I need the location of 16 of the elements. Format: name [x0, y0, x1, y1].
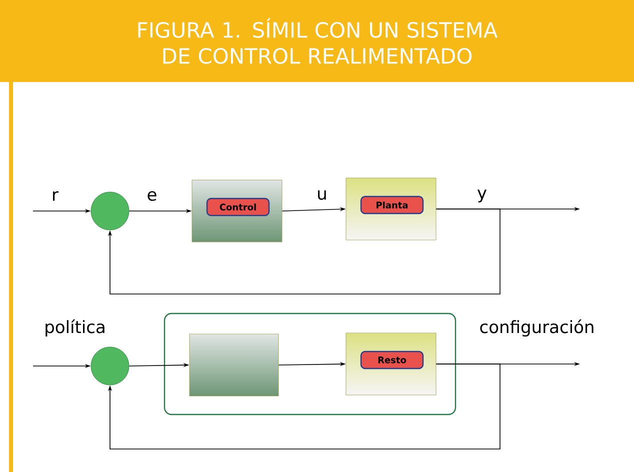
block-box	[189, 334, 279, 396]
signal-label: e	[146, 190, 158, 202]
summing-junction	[90, 346, 130, 386]
signal-label: configuración	[478, 318, 596, 338]
group-frame	[164, 312, 456, 416]
title: FIGURA 1. SÍMIL CON UN SISTEMA DE CONTROL REALIMENTADO	[138, 18, 498, 64]
signal-label: y	[476, 188, 488, 204]
summing-junction	[90, 192, 130, 230]
signal-label: r	[50, 190, 60, 202]
block-box: Planta	[346, 178, 436, 240]
arrow	[108, 208, 500, 294]
arrow	[108, 364, 500, 450]
block-box: Resto	[346, 332, 436, 396]
block-box: Control	[192, 180, 282, 242]
signal-label: política	[43, 318, 107, 338]
signal-label: u	[316, 189, 328, 201]
